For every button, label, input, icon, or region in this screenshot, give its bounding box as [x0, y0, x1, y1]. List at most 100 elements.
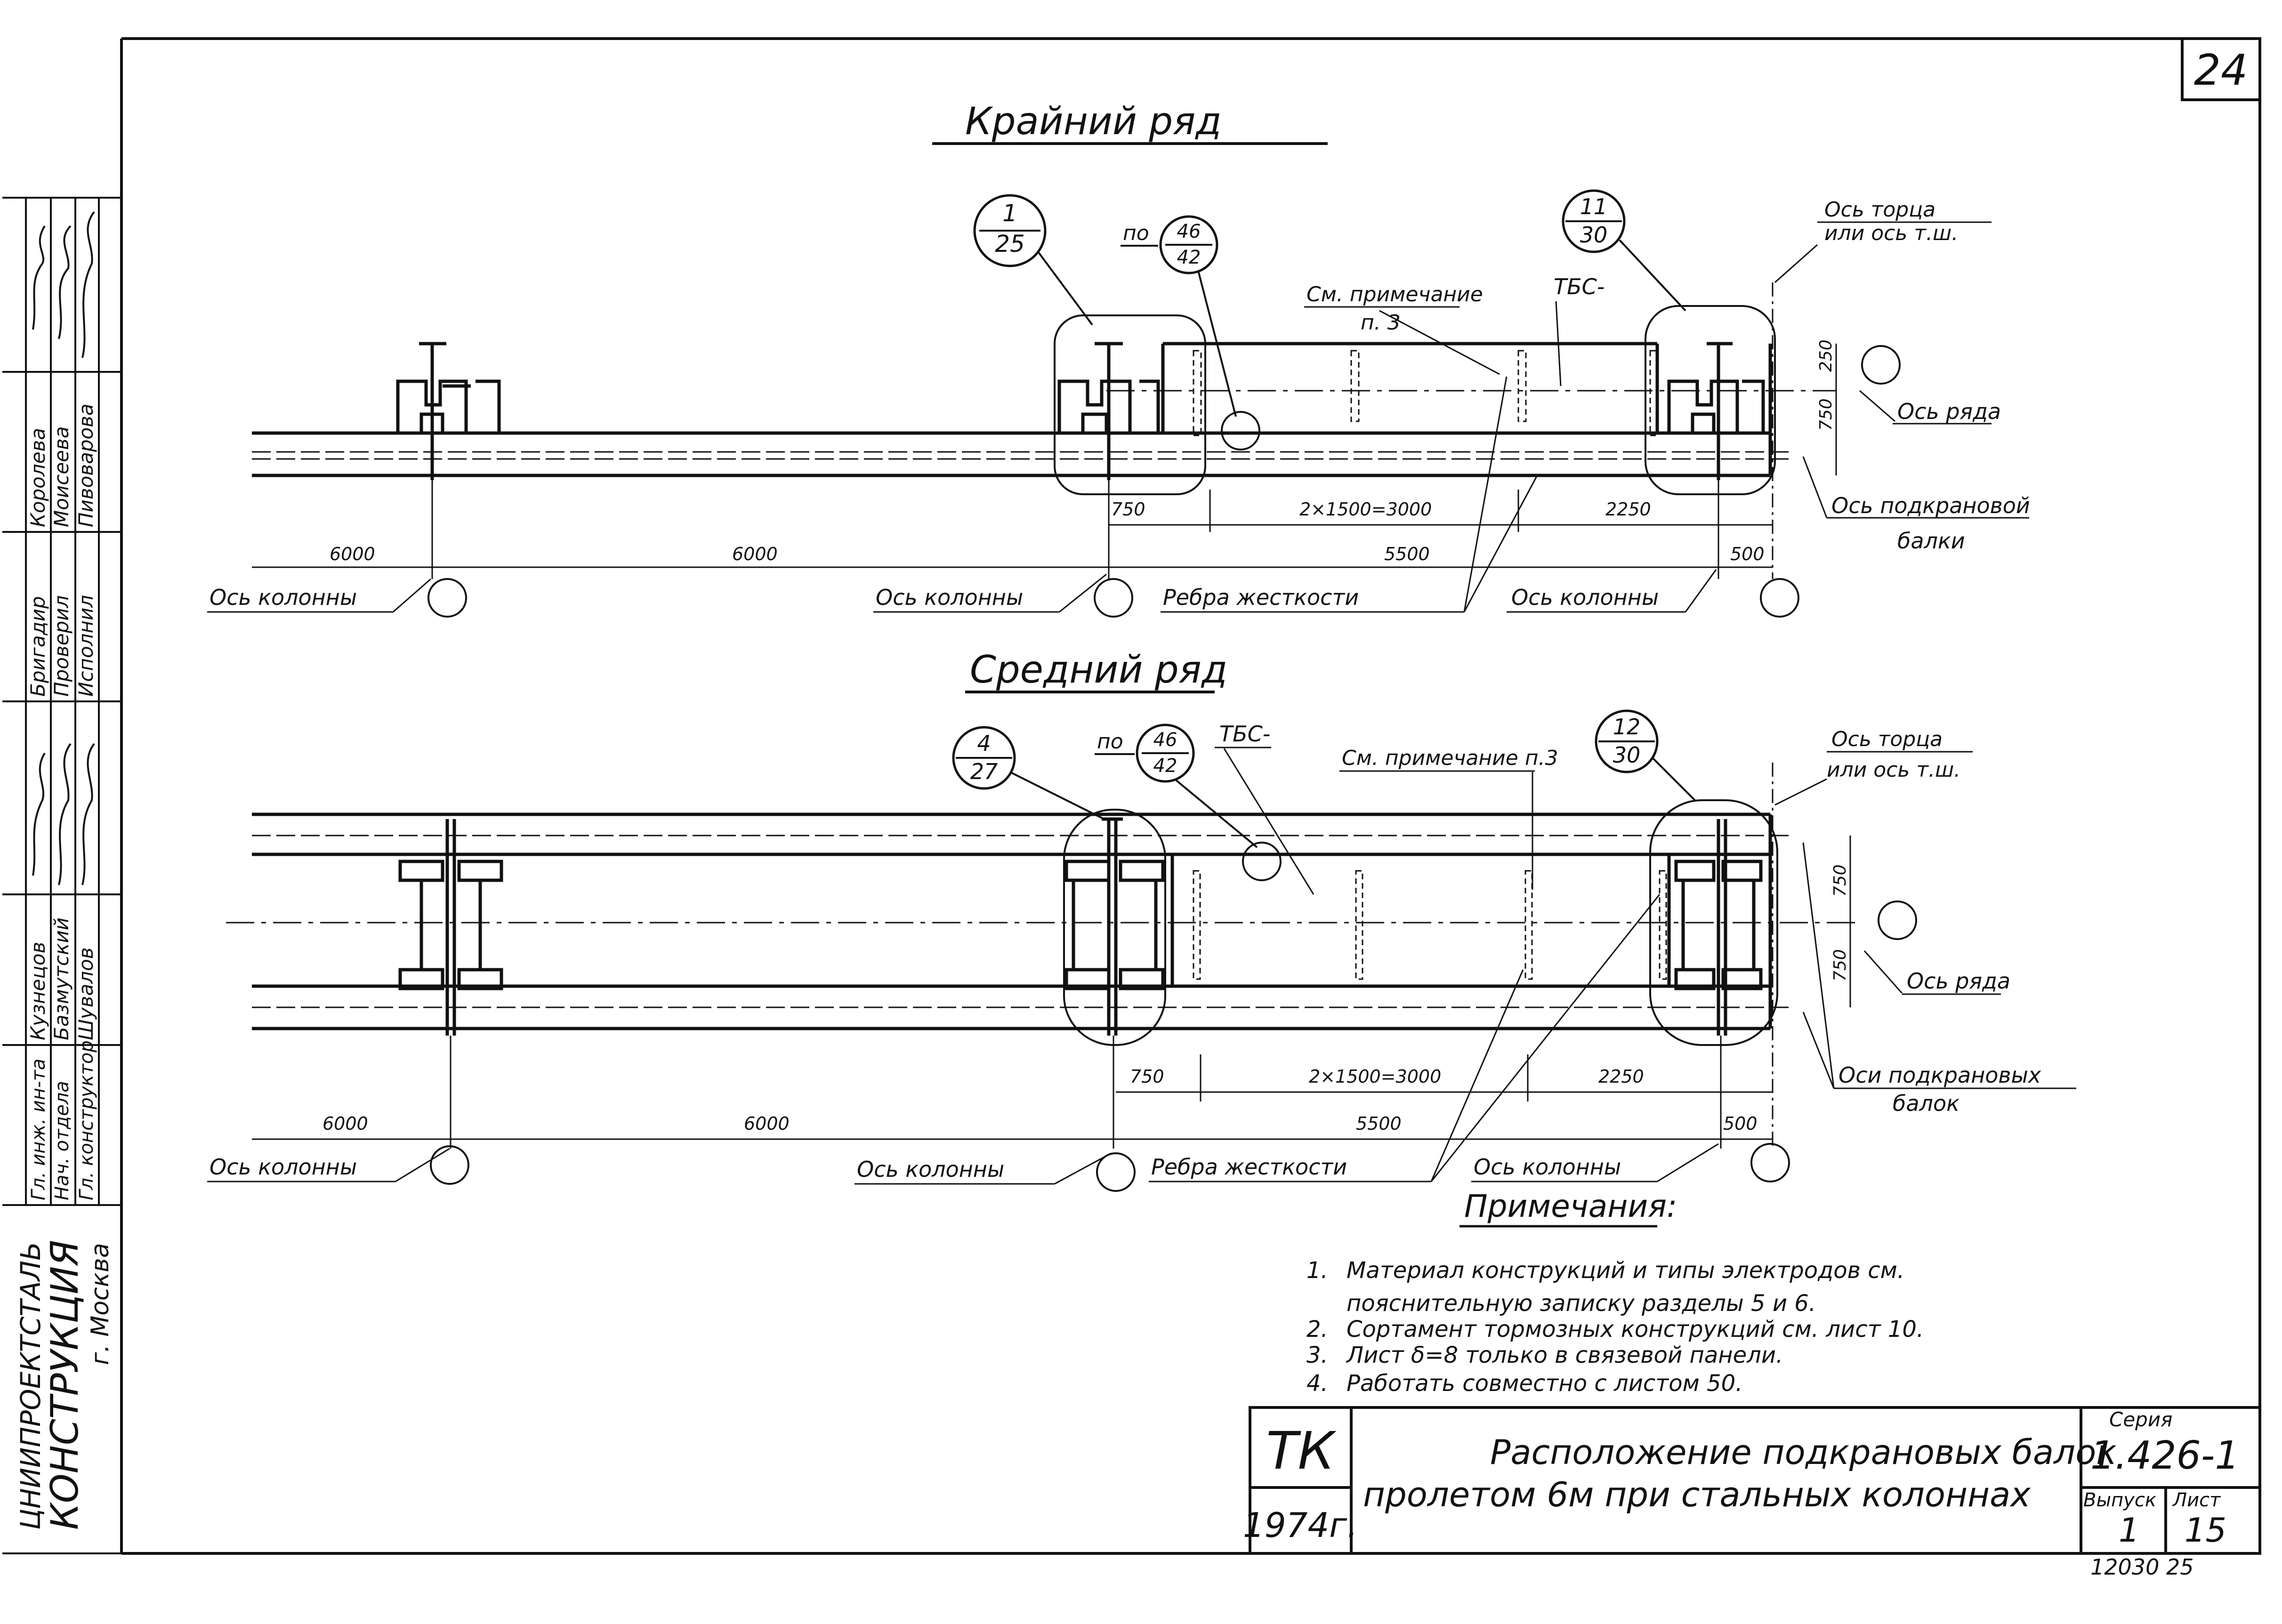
- column-pair-2: [1064, 817, 1165, 1036]
- axis-end-label-2: или ось т.ш.: [1824, 221, 1958, 245]
- stamp-org-2: КОНСТРУКЦИЯ: [43, 1240, 87, 1530]
- callout-46-42-b: по 46 42: [1095, 724, 1258, 848]
- callout-4-27: 4 27: [952, 726, 1105, 820]
- note-4-num: 4.: [1306, 1370, 1328, 1397]
- axis-beam-label: Ось подкрановой: [1831, 493, 2030, 518]
- stamp-role-4: Бригадир: [26, 596, 49, 697]
- dim-750-v: 750: [1816, 398, 1836, 431]
- svg-text:25: 25: [995, 230, 1025, 257]
- callout-12-30: 12 30: [1595, 709, 1696, 801]
- sheet-number-box: 24: [2181, 37, 2261, 101]
- dim-6000-b: 6000: [732, 544, 778, 564]
- drawing-title-2: пролетом 6м при стальных колоннах: [1363, 1475, 2031, 1514]
- svg-text:46: 46: [1153, 729, 1177, 751]
- note-4-text: Работать совместно с листом 50.: [1347, 1370, 1742, 1397]
- axis-end-label-b: Ось торца: [1831, 727, 1943, 751]
- col-axis-label-6: Ось колонны: [1474, 1154, 1621, 1180]
- sheet-number: 24: [2194, 46, 2248, 95]
- note-ref-2: п. 3: [1361, 311, 1401, 335]
- dim-3000: 2×1500=3000: [1299, 499, 1432, 520]
- axis-beam-label-2: балки: [1897, 528, 1965, 554]
- col-axis-label-3: Ось колонны: [1511, 585, 1659, 610]
- column-pair-1: [398, 819, 503, 1036]
- svg-text:4: 4: [977, 731, 991, 756]
- note-1-text-2: пояснительную записку разделы 5 и 6.: [1347, 1290, 1816, 1317]
- svg-text:по: по: [1097, 730, 1123, 754]
- year: 1974г.: [1243, 1505, 1358, 1545]
- stamp-city: г. Москва: [86, 1243, 114, 1365]
- axis-row-label-b: Ось ряда: [1907, 968, 2010, 994]
- stamp-name-6: Пивоварова: [74, 403, 97, 527]
- tbs-label-2: ТБС-: [1219, 721, 1270, 747]
- middle-row-title: Средний ряд: [970, 648, 1227, 691]
- stamp-role-1: Гл. инж. ин-та: [28, 1059, 49, 1200]
- col-axis-label-4: Ось колонны: [210, 1154, 357, 1180]
- dim-750-v2: 750: [1830, 949, 1850, 981]
- callout-11-30: 11 30: [1562, 189, 1686, 312]
- stamp-name-5: Моисеева: [50, 426, 73, 528]
- stamp-name-4: Королева: [26, 428, 49, 527]
- dim-750-h: 750: [1111, 499, 1145, 520]
- note-2-text: Сортамент тормозных конструкций см. лист…: [1347, 1316, 1924, 1343]
- dim-2250-b: 2250: [1598, 1066, 1644, 1087]
- notes: Примечания: 1. Материал конструкций и ти…: [1306, 1188, 1924, 1397]
- dim-750-h-b: 750: [1130, 1066, 1164, 1087]
- dim-500: 500: [1730, 544, 1765, 564]
- svg-text:30: 30: [1580, 222, 1608, 248]
- axis-end-label-b2: или ось т.ш.: [1827, 758, 1960, 782]
- dim-6000-a: 6000: [330, 544, 375, 564]
- side-stamp-text: Королева Моисеева Пивоварова Бригадир Пр…: [15, 403, 114, 1530]
- stamp-org-1: ЦНИИПРОЕКТСТАЛЬ: [15, 1242, 47, 1530]
- axis-row-label: Ось ряда: [1897, 399, 2001, 424]
- stamp-role-2: Нач. отдела: [51, 1081, 73, 1200]
- svg-text:27: 27: [970, 759, 998, 784]
- dim-3000-b: 2×1500=3000: [1309, 1066, 1441, 1087]
- dim-2250: 2250: [1605, 499, 1651, 520]
- issue-label: Выпуск: [2083, 1489, 2156, 1511]
- col-axis-label-5: Ось колонны: [857, 1157, 1004, 1182]
- svg-text:30: 30: [1613, 742, 1641, 768]
- note-3-num: 3.: [1306, 1342, 1328, 1368]
- issue-number: 1: [2119, 1511, 2140, 1550]
- col-axis-label-2: Ось колонны: [876, 585, 1023, 610]
- svg-text:11: 11: [1580, 194, 1608, 219]
- stamp-name-1: Кузнецов: [26, 942, 49, 1040]
- column-pair-3: [1674, 819, 1763, 1036]
- axis-beams-label-2: балок: [1893, 1091, 1959, 1116]
- tbs-label-1: ТБС-: [1554, 274, 1605, 299]
- dim-6000-d: 6000: [744, 1113, 790, 1134]
- series-number: 1.426-1: [2090, 1433, 2240, 1478]
- signatures: [32, 211, 95, 885]
- stiffeners-label-2: Ребра жесткости: [1151, 1154, 1347, 1180]
- stiffeners-label-1: Ребра жесткости: [1163, 585, 1359, 610]
- dim-250: 250: [1816, 339, 1836, 372]
- svg-text:12: 12: [1613, 714, 1641, 740]
- dim-5500: 5500: [1384, 544, 1430, 564]
- dim-6000-c: 6000: [323, 1113, 368, 1134]
- edge-row-title: Крайний ряд: [965, 99, 1222, 143]
- column-2: [1057, 342, 1160, 480]
- column-1: [396, 342, 501, 480]
- svg-text:1: 1: [1002, 200, 1017, 227]
- dim-500-b: 500: [1723, 1113, 1758, 1134]
- stamp-role-3: Гл. конструктор: [76, 1040, 97, 1200]
- sheet-label: Лист: [2172, 1489, 2221, 1511]
- drawing-title-1: Расположение подкрановых балок: [1490, 1432, 2117, 1472]
- tk-mark: ТК: [1266, 1421, 1337, 1481]
- plan-middle-row: Средний ряд: [207, 648, 2076, 1192]
- note-1-num: 1.: [1306, 1257, 1328, 1284]
- dim-5500-b: 5500: [1356, 1113, 1402, 1134]
- column-3: [1667, 342, 1765, 480]
- sheet-frame: [120, 37, 2261, 1555]
- dim-750-v1: 750: [1830, 864, 1850, 897]
- stamp-name-3: Шувалов: [74, 947, 97, 1040]
- side-stamp: [2, 197, 121, 1554]
- callout-1-25: 1 25: [973, 194, 1093, 326]
- svg-text:42: 42: [1153, 755, 1177, 777]
- sheet-in-series: 15: [2185, 1511, 2226, 1550]
- note-3-text: Лист δ=8 только в связевой панели.: [1346, 1342, 1783, 1368]
- note-2-num: 2.: [1306, 1316, 1328, 1343]
- series-label: Серия: [2109, 1408, 2172, 1431]
- axis-beams-label: Оси подкрановых: [1839, 1062, 2041, 1088]
